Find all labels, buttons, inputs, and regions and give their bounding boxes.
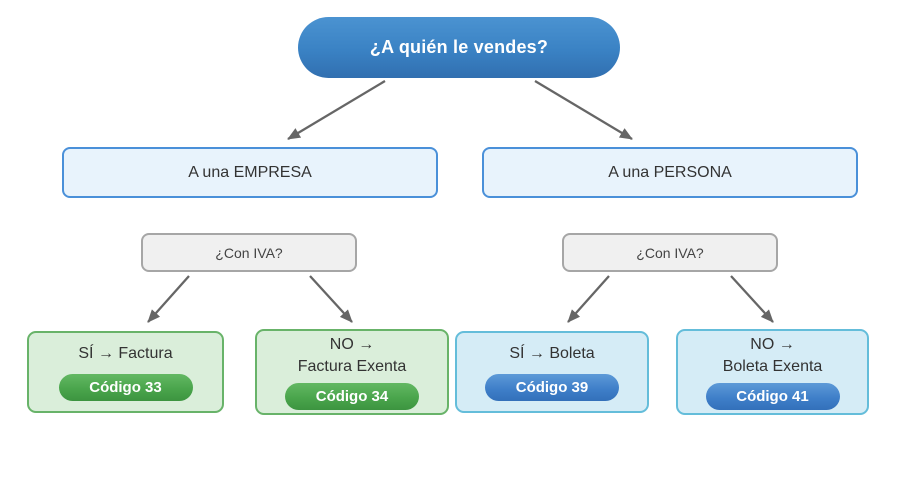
- decision-root-node: ¿A quién le vendes?: [298, 17, 620, 78]
- arrow-iva-to-boleta-exenta: [730, 275, 774, 323]
- branch-persona-label: A una PERSONA: [608, 163, 732, 181]
- question-node-iva-empresa: ¿Con IVA?: [141, 233, 357, 272]
- question-node-iva-persona: ¿Con IVA?: [562, 233, 778, 272]
- arrow-iva-to-factura-exenta: [309, 275, 353, 323]
- question-iva-empresa-label: ¿Con IVA?: [215, 244, 283, 261]
- arrow-iva-to-factura: [147, 275, 190, 323]
- branch-node-persona: A una PERSONA: [482, 147, 858, 198]
- outcome-boleta-label: SÍ → Boleta: [509, 343, 594, 365]
- outcome-node-boleta: SÍ → Boleta Código 39: [455, 331, 649, 413]
- outcome-factura-line1: SÍ → Factura: [78, 345, 173, 362]
- outcome-factura-exenta-label: NO → Factura Exenta: [298, 334, 407, 378]
- branch-empresa-label: A una EMPRESA: [188, 163, 312, 181]
- arrow-root-to-empresa: [287, 80, 386, 140]
- code-badge-41: Código 41: [705, 383, 840, 410]
- outcome-boleta-exenta-label: NO → Boleta Exenta: [723, 334, 823, 378]
- outcome-node-factura-exenta: NO → Factura Exenta Código 34: [255, 329, 449, 415]
- outcome-node-factura: SÍ → Factura Código 33: [27, 331, 224, 413]
- outcome-node-boleta-exenta: NO → Boleta Exenta Código 41: [676, 329, 869, 415]
- arrow-root-to-persona: [534, 80, 633, 140]
- decision-root-label: ¿A quién le vendes?: [369, 37, 549, 57]
- outcome-factura-exenta-line1: NO →: [329, 336, 375, 353]
- code-badge-39: Código 39: [485, 374, 619, 401]
- arrow-iva-to-boleta: [567, 275, 610, 323]
- code-badge-33: Código 33: [58, 374, 193, 401]
- outcome-boleta-exenta-line2: Boleta Exenta: [722, 358, 823, 375]
- outcome-boleta-line1: SÍ → Boleta: [509, 345, 595, 362]
- outcome-factura-exenta-line2: Factura Exenta: [297, 358, 407, 375]
- outcome-boleta-exenta-line1: NO →: [750, 336, 795, 353]
- branch-node-empresa: A una EMPRESA: [62, 147, 438, 198]
- question-iva-persona-label: ¿Con IVA?: [636, 244, 704, 261]
- code-badge-34: Código 34: [285, 383, 419, 410]
- outcome-factura-label: SÍ → Factura: [78, 343, 172, 365]
